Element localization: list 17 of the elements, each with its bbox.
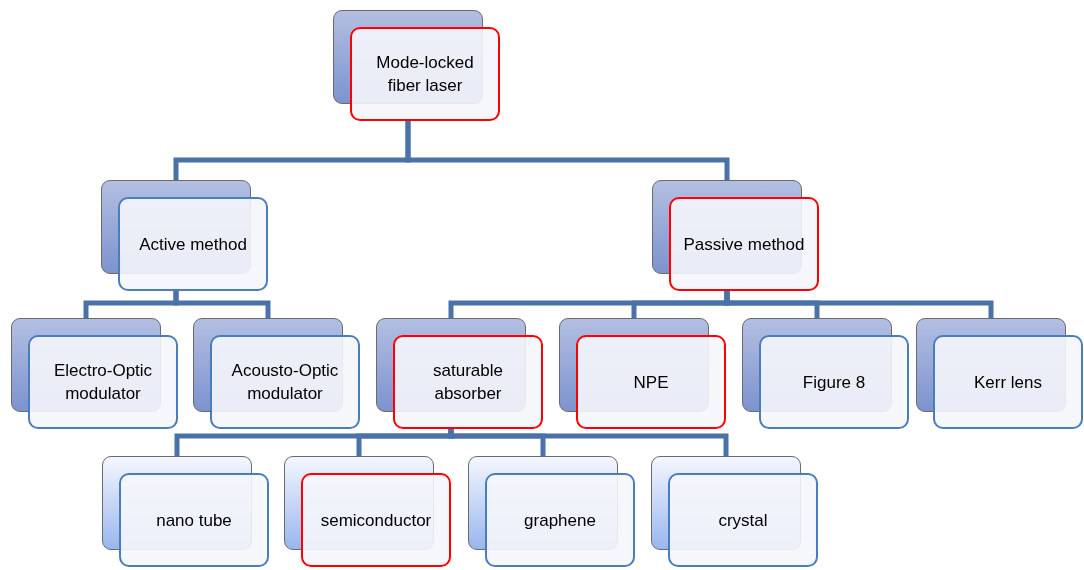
node-label: nano tube (155, 509, 233, 532)
connector-line (173, 291, 271, 318)
node-label: Figure 8 (801, 371, 867, 394)
node-label: graphene (523, 509, 597, 532)
connector-line (405, 121, 730, 180)
node-label: crystal (717, 509, 769, 532)
connector-line (448, 429, 729, 456)
connector-line (724, 291, 994, 318)
node-label: Acousto-Optic modulator (230, 360, 340, 405)
node-label: Active method (138, 233, 248, 256)
node-label: semiconductor (319, 509, 433, 532)
node-label: Mode-locked fiber laser (375, 52, 475, 97)
node-label: Passive method (682, 233, 806, 256)
node-label: Kerr lens (973, 371, 1043, 394)
node-label: NPE (632, 371, 670, 394)
node-label: Electro-Optic modulator (52, 360, 154, 405)
node-label: saturable absorber (432, 360, 504, 405)
